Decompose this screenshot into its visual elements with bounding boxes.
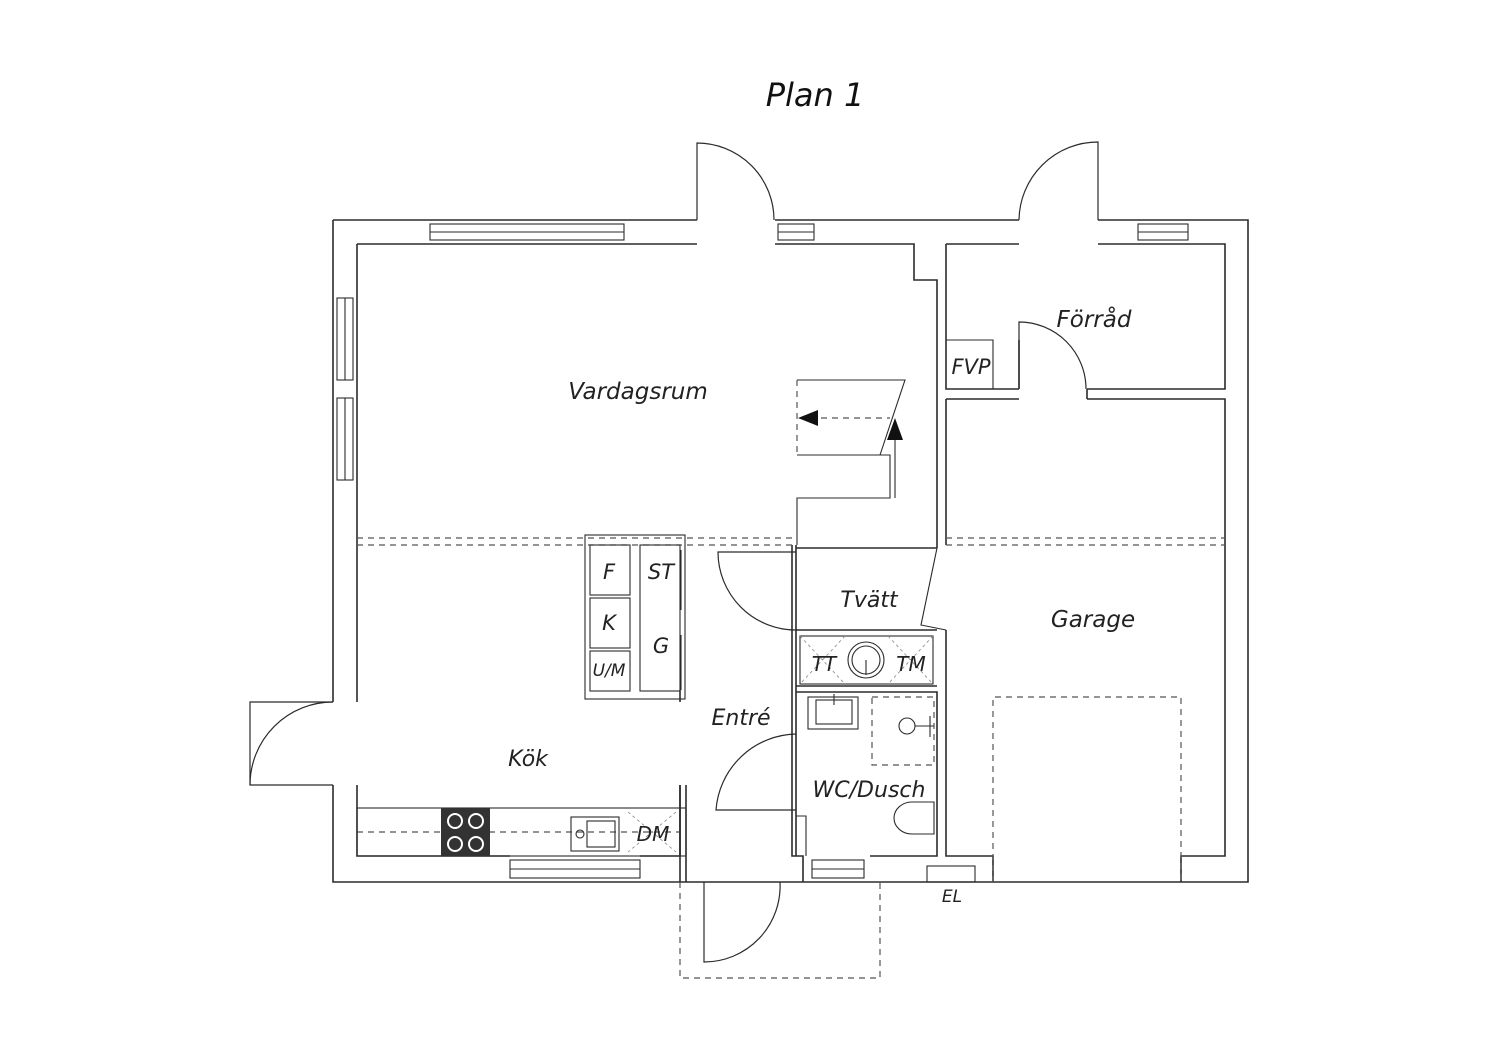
room-label-kok: Kök <box>508 747 549 772</box>
dashed-outlines <box>357 537 1225 979</box>
stair-arrow-up-icon <box>887 418 903 440</box>
room-label-fvp: FVP <box>951 355 990 379</box>
kitchen-sink-icon <box>570 816 620 852</box>
wc-door <box>715 733 797 811</box>
shower-head-icon <box>898 717 916 735</box>
interior-walls <box>679 545 938 882</box>
front-door-top <box>696 142 775 221</box>
room-label-wc: WC/Dusch <box>813 778 926 803</box>
room-label-garage: Garage <box>1051 607 1135 633</box>
stairs <box>796 379 906 545</box>
room-label-entre: Entré <box>711 706 770 731</box>
appliance-labels: F K U/M ST G TT TM DM EL <box>593 560 963 907</box>
room-label-vardagsrum: Vardagsrum <box>568 379 708 405</box>
toilet-icon <box>893 801 935 835</box>
laundry-appliances <box>799 635 934 685</box>
storage-door-top <box>1018 141 1099 221</box>
storage-inner-door <box>1018 321 1087 390</box>
doors <box>249 141 1099 963</box>
laundry-sink-icon <box>847 641 885 679</box>
kitchen-cabinets <box>356 534 687 857</box>
label-fridge: F <box>603 560 616 584</box>
label-storage-cabinet: ST <box>648 560 676 584</box>
kitchen-side-door <box>249 701 333 786</box>
stove-icon <box>441 808 490 856</box>
laundry-door <box>717 551 797 631</box>
electrical-box <box>926 865 976 883</box>
label-dishwasher: DM <box>637 822 670 846</box>
room-label-tvatt: Tvätt <box>840 588 899 613</box>
label-electrical: EL <box>942 887 962 907</box>
plan-title: Plan 1 <box>766 76 865 114</box>
wc-fixtures <box>807 694 935 835</box>
label-washer: TM <box>896 652 925 676</box>
label-dryer: TT <box>812 652 838 676</box>
room-label-forrad: Förråd <box>1057 305 1132 333</box>
stair-arrow-left-icon <box>798 410 818 426</box>
room-labels: Vardagsrum Förråd FVP Tvätt Garage Entré… <box>508 305 1135 803</box>
entry-door-bottom <box>703 881 781 963</box>
wc-sink-icon <box>807 696 859 730</box>
label-freezer: K <box>602 611 618 635</box>
entry-porch-outline <box>679 882 881 979</box>
shower-area <box>871 696 935 766</box>
label-oven-microwave: U/M <box>593 661 626 681</box>
label-g: G <box>653 634 669 658</box>
windows <box>336 223 1189 879</box>
garage-car-outline <box>992 696 1182 882</box>
